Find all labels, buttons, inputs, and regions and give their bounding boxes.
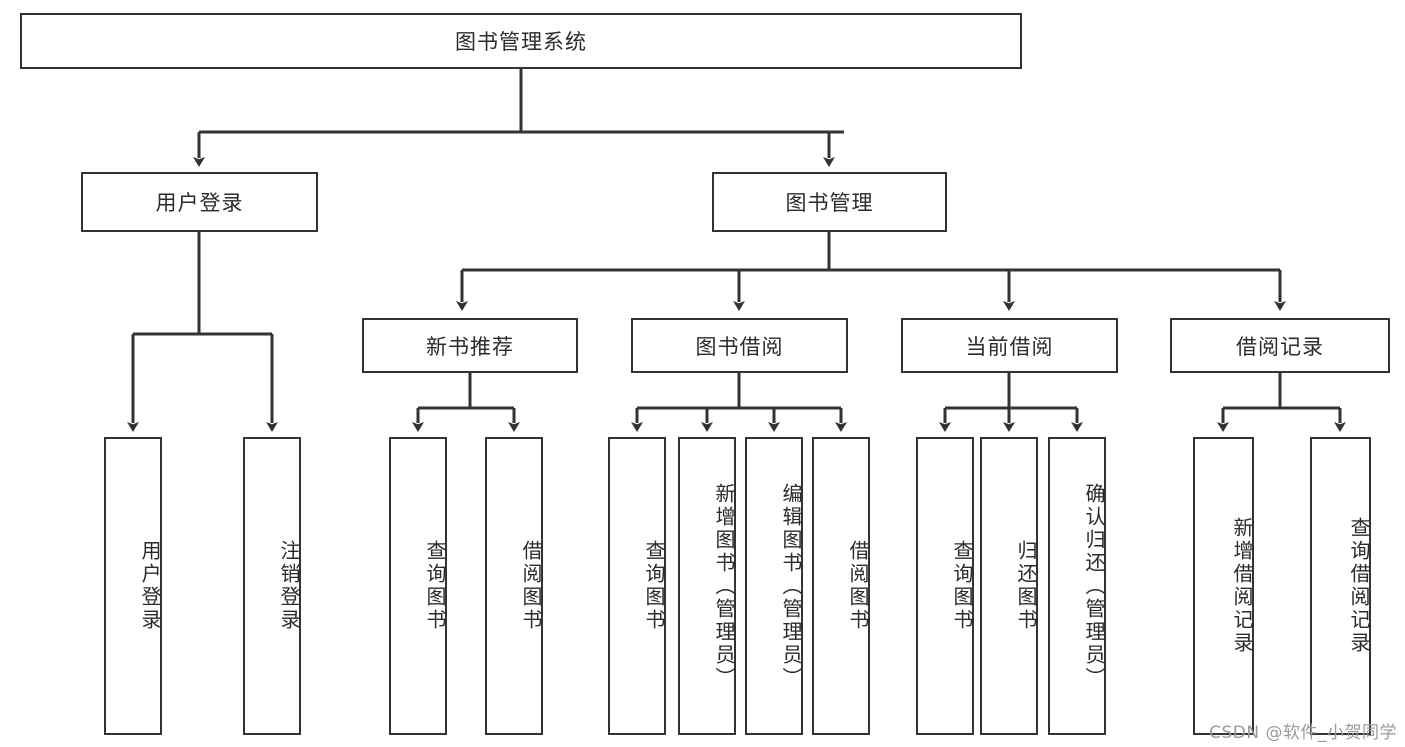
- node-label: 图书借阅: [695, 334, 784, 359]
- leaf-add-borrow-record[interactable]: 新增借阅记录: [1193, 437, 1254, 735]
- node-label: 编辑图书（管理员）: [779, 482, 803, 690]
- leaf-borrow-book-newrec[interactable]: 借阅图书: [485, 437, 543, 735]
- node-label: 借阅图书: [846, 540, 870, 632]
- node-user-login[interactable]: 用户登录: [81, 172, 318, 232]
- node-label: 新书推荐: [426, 334, 514, 359]
- leaf-confirm-return-admin[interactable]: 确认归还（管理员）: [1048, 437, 1106, 735]
- node-root-system[interactable]: 图书管理系统: [20, 13, 1022, 69]
- node-book-manage[interactable]: 图书管理: [712, 172, 947, 232]
- node-label: 用户登录: [138, 540, 162, 632]
- node-label: 查询图书: [950, 540, 974, 632]
- node-label: 借阅记录: [1236, 334, 1324, 359]
- node-label: 查询图书: [642, 540, 666, 632]
- node-label: 注销登录: [277, 540, 301, 632]
- leaf-query-book-newrec[interactable]: 查询图书: [389, 437, 447, 735]
- leaf-user-login[interactable]: 用户登录: [104, 437, 162, 735]
- node-current-borrow[interactable]: 当前借阅: [901, 318, 1118, 373]
- node-label: 新增借阅记录: [1230, 517, 1254, 655]
- leaf-query-book-current[interactable]: 查询图书: [916, 437, 974, 735]
- node-borrow-record[interactable]: 借阅记录: [1170, 318, 1390, 373]
- leaf-query-borrow-record[interactable]: 查询借阅记录: [1310, 437, 1371, 735]
- leaf-borrow-book[interactable]: 借阅图书: [812, 437, 870, 735]
- node-book-borrow[interactable]: 图书借阅: [631, 318, 848, 373]
- node-label: 查询借阅记录: [1347, 517, 1371, 655]
- node-label: 当前借阅: [965, 334, 1054, 359]
- node-label: 用户登录: [155, 191, 244, 215]
- leaf-query-book-borrow[interactable]: 查询图书: [608, 437, 666, 735]
- leaf-user-logout[interactable]: 注销登录: [243, 437, 301, 735]
- watermark: CSDN @软件_小贺同学: [1209, 723, 1397, 743]
- node-label: 图书管理系统: [455, 30, 587, 54]
- node-label: 归还图书: [1014, 540, 1038, 632]
- node-label: 查询图书: [423, 540, 447, 632]
- node-label: 图书管理: [785, 191, 874, 215]
- node-label: 借阅图书: [519, 540, 543, 632]
- node-new-book-recommendation[interactable]: 新书推荐: [362, 318, 578, 373]
- node-label: 确认归还（管理员）: [1082, 482, 1106, 690]
- leaf-return-book[interactable]: 归还图书: [980, 437, 1038, 735]
- leaf-add-book-admin[interactable]: 新增图书（管理员）: [678, 437, 736, 735]
- leaf-edit-book-admin[interactable]: 编辑图书（管理员）: [745, 437, 803, 735]
- node-label: 新增图书（管理员）: [712, 482, 736, 690]
